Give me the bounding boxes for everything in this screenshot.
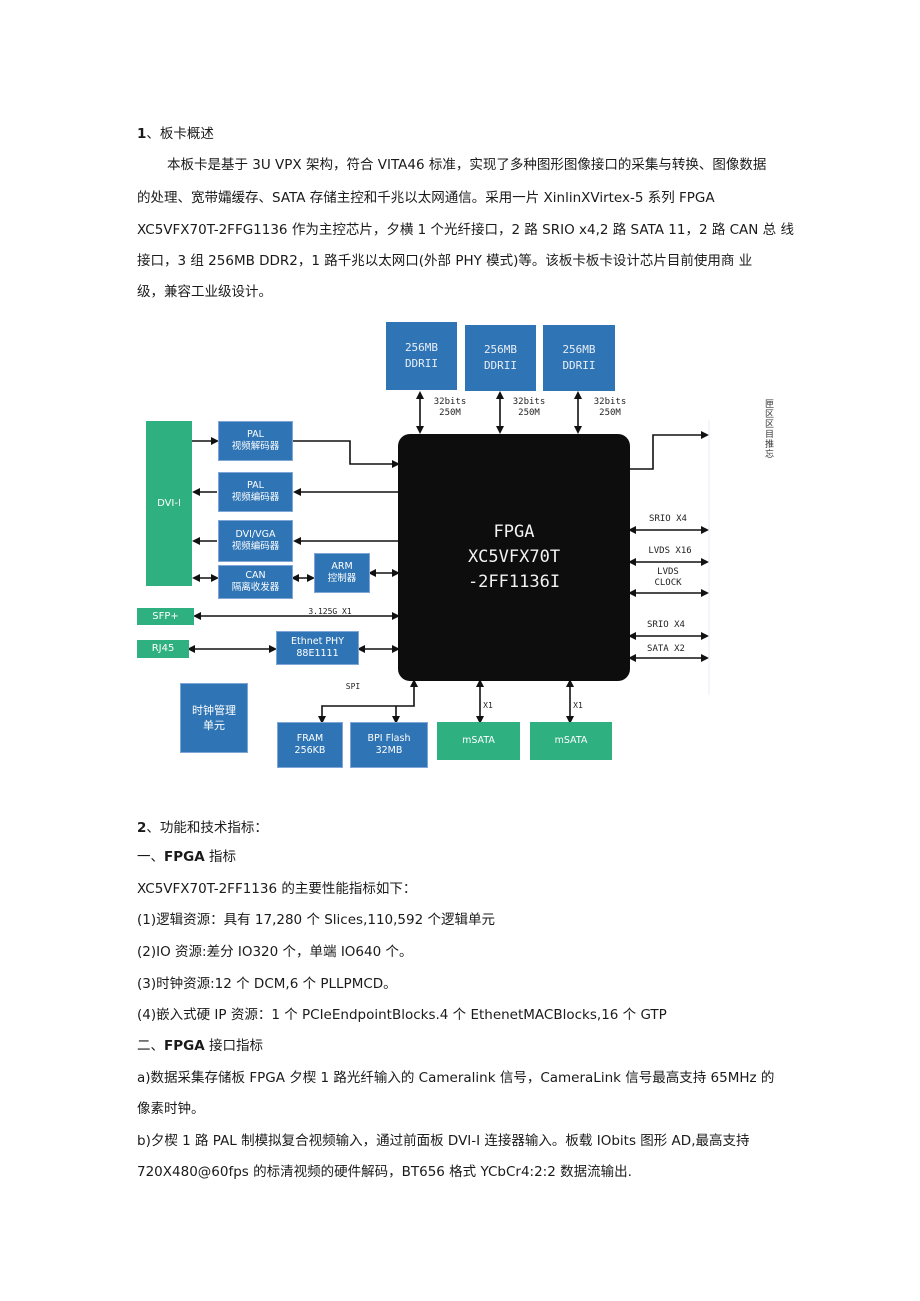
bpi-l1: BPI Flash [367, 733, 411, 744]
rj45-block: RJ45 [137, 640, 189, 658]
ddr-2-size: 256MB [483, 343, 518, 356]
spi-label: SPI [345, 682, 361, 691]
sfp-bus-label: 3.125G X1 [308, 607, 352, 616]
bus-1-width: 32bits [433, 397, 467, 407]
bus-2-freq: 250M [518, 408, 540, 418]
fram-l2: 256KB [294, 745, 326, 756]
fram-l1: FRAM [296, 733, 324, 744]
heading-text: 、功能和技术指标： [146, 820, 268, 836]
pal-decoder-block: PAL 视频解码器 [218, 421, 293, 461]
fram-block: FRAM 256KB [277, 722, 343, 768]
msata-2-label: mSATA [554, 735, 588, 746]
rj45-label: RJ45 [151, 643, 175, 654]
side-vertical-text: 匣区区目推忘 [765, 400, 775, 460]
pal-decoder-l2: 视频解码器 [231, 441, 280, 452]
pal-decoder-l1: PAL [247, 429, 264, 440]
lvds-clock-l1: LVDS [657, 567, 679, 577]
phy-l1: Ethnet PHY [290, 636, 345, 647]
ddr-2-type: DDRII [483, 359, 518, 372]
sub1-heading: 一、FPGA 指标 [137, 847, 787, 867]
clock-l1: 时钟管理 [192, 704, 236, 717]
sata-label: SATA X2 [647, 644, 685, 654]
ddr-block-3: 256MB DDRII [543, 325, 615, 391]
heading-number: 1 [137, 126, 147, 142]
dvi-vga-encoder-block: DVI/VGA 视频编码器 [218, 520, 293, 562]
bpi-flash-block: BPI Flash 32MB [350, 722, 428, 768]
dvi-encoder-l1: DVI/VGA [235, 529, 276, 540]
sfp-label: SFP+ [152, 610, 179, 622]
item-b-line-1: b)夕楔 1 路 PAL 制模拟复合视频输入，通过前面板 DVI-I 连接器输入… [137, 1133, 750, 1149]
lvds-clock-l2: CLOCK [654, 578, 682, 588]
fpga-l2: XC5VFX70T [467, 547, 561, 567]
msata-block-1: mSATA [437, 722, 520, 760]
dvi-i-connector: DVI-I [146, 421, 192, 586]
sub1-bold: FPGA [164, 849, 205, 865]
srio-label-1: SRIO X4 [649, 514, 687, 524]
heading-text: 、板卡概述 [146, 126, 214, 142]
x1-label-b: X1 [573, 701, 583, 710]
arm-l1: ARM [331, 561, 353, 572]
clock-management-block: 时钟管理 单元 [180, 683, 248, 753]
clock-l2: 单元 [203, 719, 225, 732]
ddr-3-type: DDRII [562, 359, 596, 372]
bus-label-1: 32bits 250M [430, 397, 470, 419]
dvi-encoder-l2: 视频编码器 [231, 541, 280, 552]
x1-label-a: X1 [483, 701, 493, 710]
ddr-block-2: 256MB DDRII [465, 325, 536, 391]
section1-para-line-1: 本板卡是基于 3U VPX 架构，符合 VITA46 标准，实现了多种图形图像接… [167, 157, 767, 173]
sfp-plus-block: SFP+ [137, 608, 194, 625]
section1-para-line-4: 接口，3 组 256MB DDR2，1 路千兆以太网口(外部 PHY 模式)等。… [137, 253, 753, 269]
sub1-prefix: 一、 [137, 849, 164, 865]
fpga-intro: XC5VFX70T-2FF1136 的主要性能指标如下： [137, 881, 417, 897]
ddr-1-type: DDRII [404, 357, 439, 370]
sub2-prefix: 二、 [137, 1038, 164, 1054]
section1-para-line-5: 级，兼容工业级设计。 [137, 284, 272, 300]
item-b-line-2: 720X480@60fps 的标清视频的硬件解码，BT656 格式 YCbCr4… [137, 1164, 632, 1180]
fpga-l3: -2FF1136I [467, 572, 561, 592]
fpga-l1: FPGA [493, 522, 535, 542]
can-transceiver-block: CAN 隔离收发器 [218, 565, 293, 599]
can-l1: CAN [245, 570, 266, 581]
dvi-i-label: DVI-I [157, 497, 181, 509]
bus-3-freq: 250M [599, 408, 621, 418]
item-a-line-1: a)数据采集存储板 FPGA 夕楔 1 路光纤输入的 Cameralink 信号… [137, 1070, 775, 1086]
sub2-bold: FPGA [164, 1038, 205, 1054]
fpga-item-3: (3)时钟资源:12 个 DCM,6 个 PLLPMCD。 [137, 976, 397, 992]
bus-label-2: 32bits 250M [509, 397, 549, 419]
ddr-block-1: 256MB DDRII [386, 322, 457, 390]
item-a-line-2: 像素时钟。 [137, 1101, 205, 1117]
pal-encoder-l1: PAL [247, 480, 264, 491]
bus-1-freq: 250M [439, 408, 461, 418]
section1-para-line-2: 的处理、宽带孀缓存、SATA 存储主控和千兆以太网通信。采用一片 XinlinX… [137, 190, 715, 206]
fpga-item-1: (1)逻辑资源：具有 17,280 个 Slices,110,592 个逻辑单元 [137, 912, 495, 928]
msata-block-2: mSATA [530, 722, 612, 760]
bpi-l2: 32MB [375, 745, 403, 756]
heading-number: 2 [137, 820, 147, 836]
ddr-1-size: 256MB [404, 341, 439, 354]
pal-encoder-l2: 视频编码器 [231, 492, 280, 503]
lvds-clock-label: LVDS CLOCK [640, 567, 696, 589]
msata-1-label: mSATA [462, 735, 495, 746]
fpga-chip-block: FPGA XC5VFX70T -2FF1136I [398, 434, 630, 681]
section2-heading: 2、功能和技术指标： [137, 818, 787, 838]
sub1-text: 指标 [204, 849, 236, 865]
can-l2: 隔离收发器 [231, 582, 280, 593]
bus-2-width: 32bits [512, 397, 546, 407]
fpga-item-4: (4)嵌入式硬 IP 资源：1 个 PCIeEndpointBlocks.4 个… [137, 1007, 667, 1023]
arm-controller-block: ARM 控制器 [314, 553, 370, 593]
pal-encoder-block: PAL 视频编码器 [218, 472, 293, 512]
sub2-text: 接口指标 [204, 1038, 263, 1054]
ethernet-phy-block: Ethnet PHY 88E1111 [276, 631, 359, 665]
section1-heading: 1、板卡概述 [137, 124, 787, 144]
fpga-item-2: (2)IO 资源:差分 IO320 个，单端 IO640 个。 [137, 944, 413, 960]
section1-para-line-3: XC5VFX70T-2FFG1136 作为主控芯片，夕横 1 个光纤接口，2 路… [137, 222, 794, 238]
arm-l2: 控制器 [327, 573, 357, 584]
srio-label-2: SRIO X4 [647, 620, 685, 630]
bus-3-width: 32bits [593, 397, 627, 407]
phy-l2: 88E1111 [296, 648, 339, 659]
bus-label-3: 32bits 250M [590, 397, 630, 419]
ddr-3-size: 256MB [562, 343, 596, 356]
sub2-heading: 二、FPGA 接口指标 [137, 1036, 787, 1056]
lvds-label: LVDS X16 [648, 546, 692, 556]
